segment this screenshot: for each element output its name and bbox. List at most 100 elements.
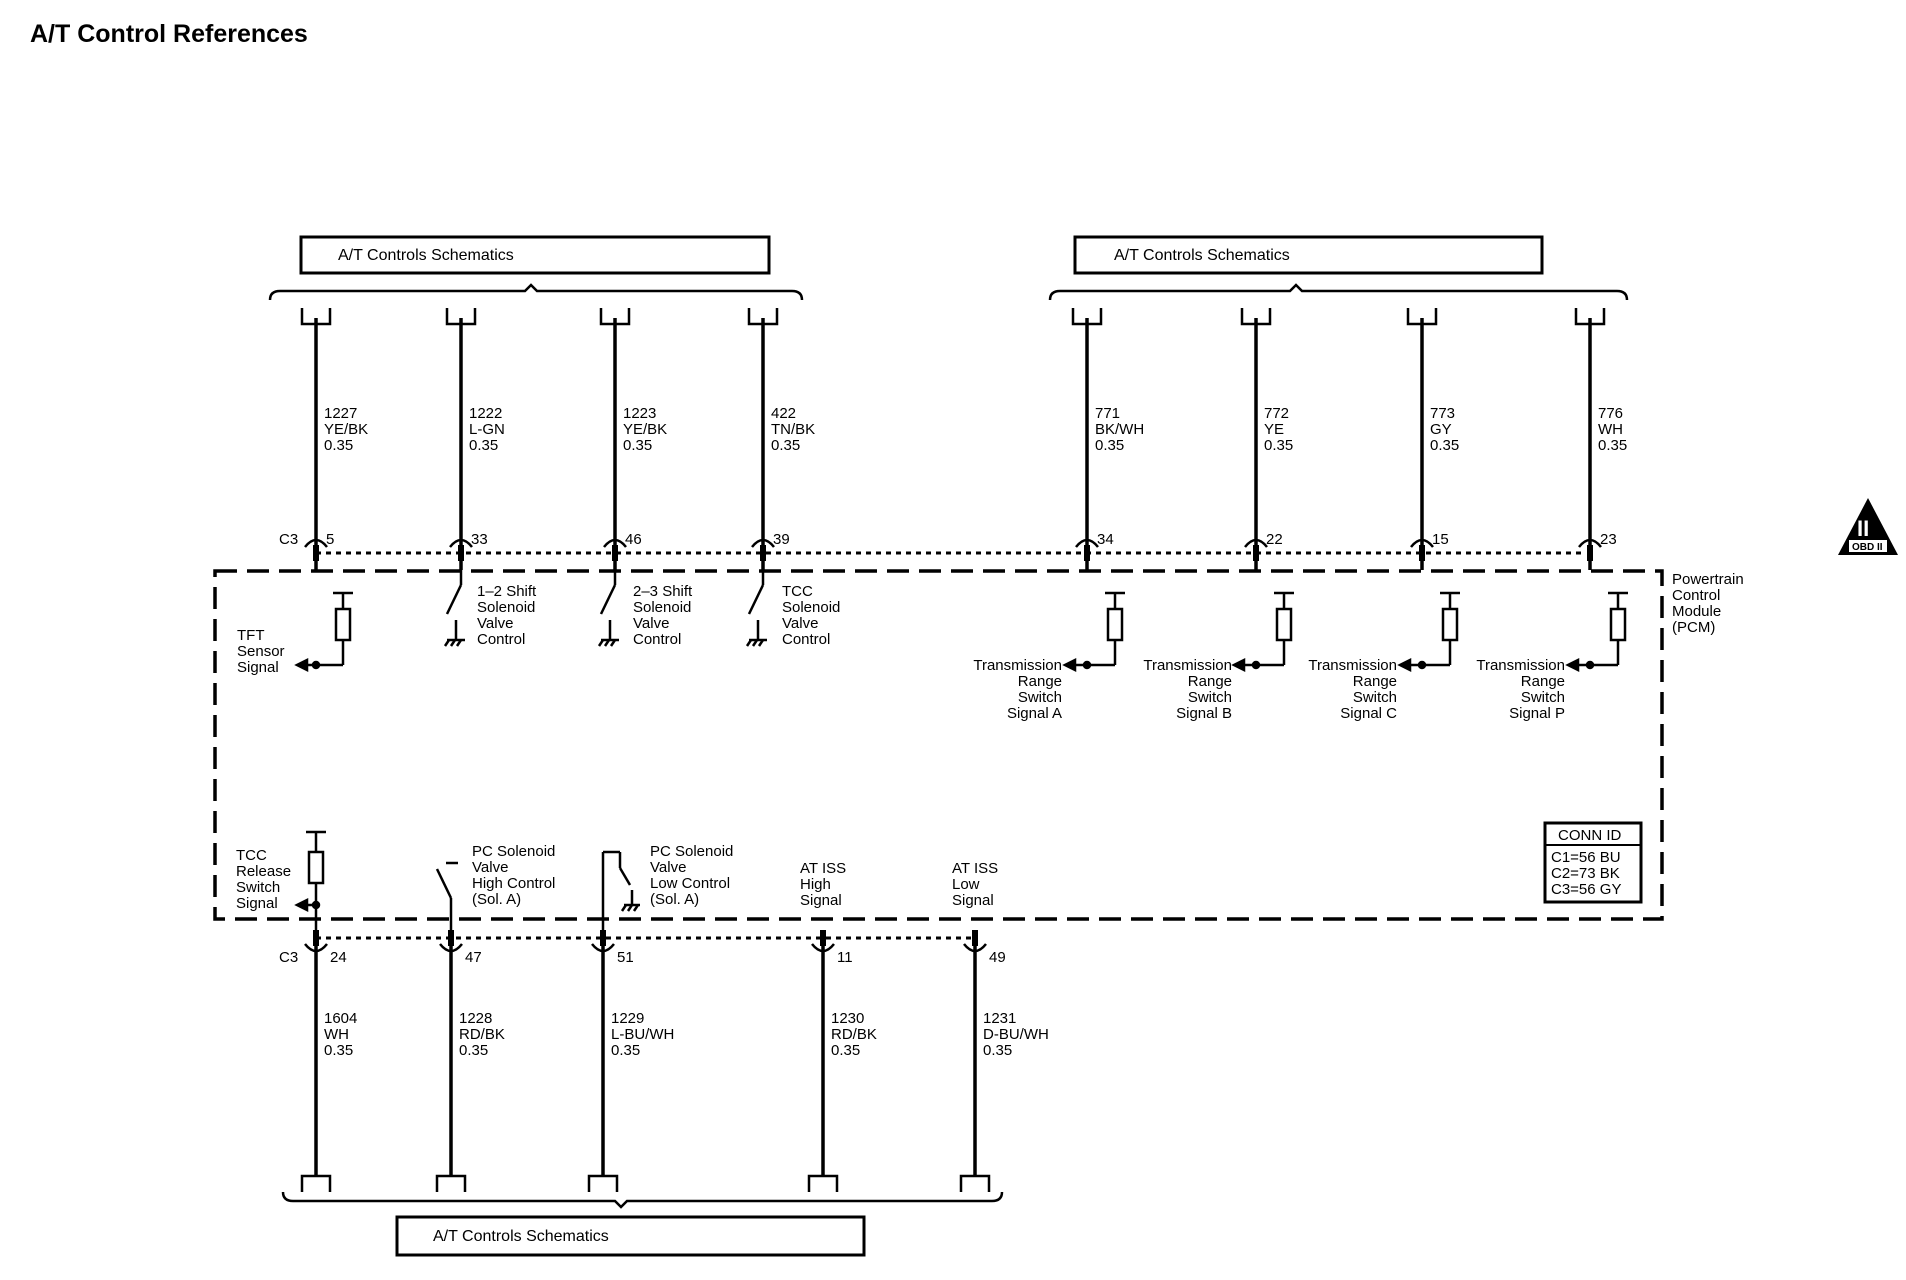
wire-label: WH [324, 1026, 349, 1043]
connector-terminal [747, 308, 779, 326]
wire-label: 1231 [983, 1010, 1016, 1027]
range-label-0: Switch [1018, 689, 1062, 706]
connector-label-top: C3 [279, 531, 298, 548]
schematic-ref-label: A/T Controls Schematics [1114, 247, 1290, 264]
pin-contact [760, 545, 766, 561]
obd-text: OBD II [1852, 542, 1883, 553]
pc-high-label: Valve [472, 859, 508, 876]
range-label-3: Range [1521, 673, 1565, 690]
conn-id-table: CONN ID C1=56 BU C2=73 BK C3=56 GY [1543, 821, 1643, 904]
range-switch-circuits [1062, 591, 1628, 673]
conn-id-row: C1=56 BU [1551, 849, 1621, 866]
tcc-release-label: TCC [236, 847, 267, 864]
iss-low-label: Low [952, 876, 980, 893]
connector-terminal [300, 1174, 332, 1192]
page-title: A/T Control References [30, 20, 308, 48]
wire-label: 1223 [623, 405, 656, 422]
schematic-ref-top-right[interactable]: A/T Controls Schematics [1048, 235, 1629, 301]
obd-symbol: II [1857, 516, 1869, 541]
shift12-label: 1–2 Shift [477, 583, 537, 600]
pin-number: 49 [989, 949, 1006, 966]
tft-label: Signal [237, 659, 279, 676]
tcc-solenoid-label: TCC [782, 583, 813, 600]
wire-label: WH [1598, 421, 1623, 438]
wire-label: 776 [1598, 405, 1623, 422]
connector-label-bottom: C3 [279, 949, 298, 966]
pin-number: 34 [1097, 531, 1114, 548]
wire-label: 0.35 [831, 1042, 860, 1059]
brace [268, 283, 804, 301]
shift12-label: Control [477, 631, 525, 648]
wire-label: 771 [1095, 405, 1120, 422]
pin-number: 46 [625, 531, 642, 548]
wire-label: 1229 [611, 1010, 644, 1027]
connector-pin [439, 943, 463, 953]
connector-pin [751, 538, 775, 548]
schematic-ref-label: A/T Controls Schematics [433, 1228, 609, 1245]
wire-label: 0.35 [459, 1042, 488, 1059]
pcm-label-line: Control [1672, 587, 1720, 604]
pcm-label-line: Module [1672, 603, 1721, 620]
pin-number: 39 [773, 531, 790, 548]
range-label-3: Signal P [1509, 705, 1565, 722]
wire-label: 0.35 [1598, 437, 1627, 454]
tcc-release-label: Switch [236, 879, 280, 896]
tcc-release-circuit [294, 830, 326, 930]
wire-label: YE [1264, 421, 1284, 438]
wire-label: L-GN [469, 421, 505, 438]
range-input [1565, 591, 1628, 673]
wires-top-right: 34771BK/WH0.3522772YE0.3515773GY0.352377… [1071, 308, 1627, 570]
pin-number: 5 [326, 531, 334, 548]
wire-label: RD/BK [459, 1026, 505, 1043]
obd-ii-badge-icon: II OBD II [1838, 498, 1898, 555]
pcm-boundary [213, 569, 1664, 921]
brace [281, 1191, 1004, 1209]
pc-low-label: Low Control [650, 875, 730, 892]
wire-label: 772 [1264, 405, 1289, 422]
wires-bottom: 241604WH0.35471228RD/BK0.35511229L-BU/WH… [300, 930, 1049, 1192]
connector-terminal [599, 308, 631, 326]
wire-label: 0.35 [324, 1042, 353, 1059]
connector-pin [603, 538, 627, 548]
schematic-ref-bottom[interactable]: A/T Controls Schematics [281, 1191, 1004, 1257]
connector-pin [304, 538, 328, 548]
wire-label: D-BU/WH [983, 1026, 1049, 1043]
connector-terminal [445, 308, 477, 326]
shift12-label: Solenoid [477, 599, 535, 616]
schematic-ref-top-left[interactable]: A/T Controls Schematics [268, 235, 804, 301]
pcm-label-line: (PCM) [1672, 619, 1715, 636]
pin-number: 51 [617, 949, 634, 966]
tcc-solenoid-label: Solenoid [782, 599, 840, 616]
wire-label: YE/BK [324, 421, 368, 438]
shift23-label: 2–3 Shift [633, 583, 693, 600]
tft-circuit [294, 591, 353, 673]
pin-number: 15 [1432, 531, 1449, 548]
pin-number: 47 [465, 949, 482, 966]
wire-label: BK/WH [1095, 421, 1144, 438]
iss-low-label: AT ISS [952, 860, 998, 877]
pc-high-label: (Sol. A) [472, 891, 521, 908]
wire-label: 0.35 [1264, 437, 1293, 454]
range-label-1: Transmission [1143, 657, 1232, 674]
brace [1048, 283, 1629, 301]
connector-terminal [1574, 308, 1606, 326]
connector-pin [1244, 538, 1268, 548]
connector-terminal [1240, 308, 1272, 326]
tcc-solenoid-label: Valve [782, 615, 818, 632]
